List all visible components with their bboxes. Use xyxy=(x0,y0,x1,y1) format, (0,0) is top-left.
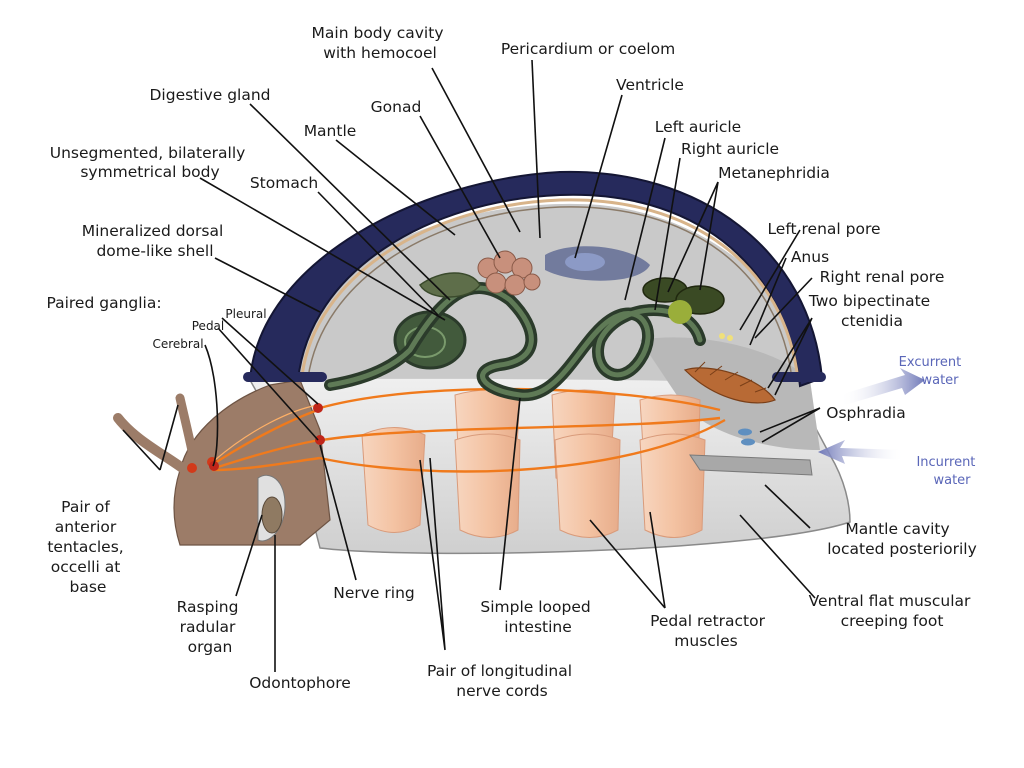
label-unsegmented-body: Unsegmented, bilaterally symmetrical bod… xyxy=(50,144,251,181)
label-digestive-gland: Digestive gland xyxy=(149,86,270,104)
label-metanephridia: Metanephridia xyxy=(718,164,830,182)
metanephridia-shape xyxy=(642,277,733,341)
label-incurrent-water: Incurrent water xyxy=(916,455,979,488)
label-mineralized-shell: Mineralized dorsal dome-like shell xyxy=(82,222,228,260)
shell xyxy=(243,170,826,388)
label-excurrent-water: Excurrent water xyxy=(899,355,966,388)
label-paired-ganglia: Paired ganglia: xyxy=(46,294,161,312)
pleural-ganglion xyxy=(313,403,323,413)
label-right-renal-pore: Right renal pore xyxy=(820,268,945,286)
label-ventricle: Ventricle xyxy=(616,76,684,94)
label-anus: Anus xyxy=(791,248,829,266)
label-longitudinal-nerve-cords: Pair of longitudinal nerve cords xyxy=(427,662,577,700)
osphradium-2 xyxy=(741,438,755,446)
odontophore-shape xyxy=(261,496,283,534)
radula-organ xyxy=(257,474,286,542)
label-pedal-retractor-muscles: Pedal retractor muscles xyxy=(650,612,770,650)
label-cerebral: Cerebral xyxy=(152,337,203,351)
label-ventral-foot: Ventral flat muscular creeping foot xyxy=(809,592,976,630)
label-mantle: Mantle xyxy=(304,122,357,140)
label-rasping-radular-organ: Rasping radular organ xyxy=(177,598,244,656)
label-pedal: Pedal xyxy=(192,319,225,333)
mantle-cavity-shape xyxy=(689,454,813,476)
label-left-auricle: Left auricle xyxy=(655,118,741,136)
cerebral-ganglion xyxy=(209,461,219,471)
label-osphradia: Osphradia xyxy=(826,404,905,422)
label-mantle-cavity: Mantle cavity located posteriorily xyxy=(827,520,977,558)
label-pericardium: Pericardium or coelom xyxy=(501,40,675,58)
label-simple-looped-intestine: Simple looped intestine xyxy=(480,598,595,636)
ventricle-shape xyxy=(565,253,605,271)
label-pleural: Pleural xyxy=(225,307,266,321)
ctenidia-shape xyxy=(683,361,776,446)
label-two-ctenidia: Two bipectinate ctenidia xyxy=(808,292,935,330)
pedal-ganglion xyxy=(315,435,325,445)
excurrent-arrow xyxy=(840,368,925,405)
leader-lines xyxy=(122,59,821,672)
shell-rim-right xyxy=(772,372,826,382)
label-stomach: Stomach xyxy=(250,174,318,192)
label-anterior-tentacles: Pair of anterior tentacles, occelli at b… xyxy=(47,498,128,596)
incurrent-arrow xyxy=(818,440,905,464)
labels: Main body cavity with hemocoel Pericardi… xyxy=(46,24,979,700)
label-odontophore: Odontophore xyxy=(249,674,351,692)
digestive-tract xyxy=(324,272,706,402)
ocellus-left xyxy=(187,463,197,473)
label-right-auricle: Right auricle xyxy=(681,140,779,158)
label-left-renal-pore: Left renal pore xyxy=(767,220,880,238)
label-gonad: Gonad xyxy=(371,98,422,116)
head xyxy=(113,379,331,546)
osphradium-1 xyxy=(738,428,752,436)
label-nerve-ring: Nerve ring xyxy=(333,584,414,602)
digestive-gland-shape xyxy=(419,272,481,298)
label-main-body-cavity: Main body cavity with hemocoel xyxy=(312,24,449,62)
